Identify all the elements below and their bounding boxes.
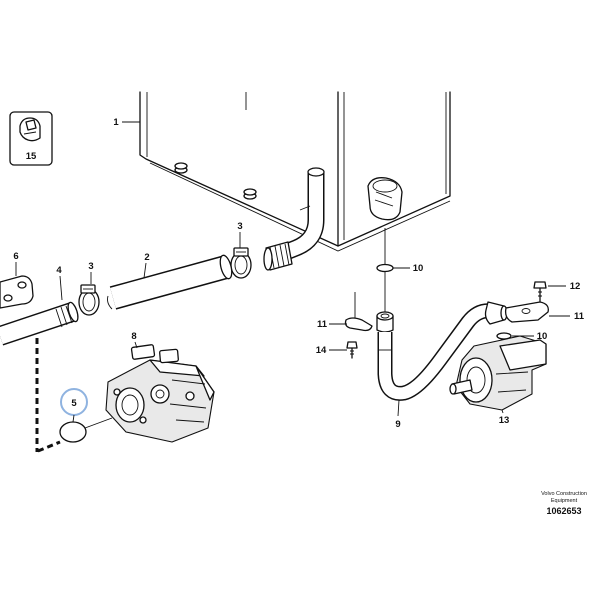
brand-line-1: Volvo Construction bbox=[541, 491, 587, 497]
bolt-left bbox=[346, 341, 358, 359]
tank-fitting-left bbox=[174, 162, 188, 174]
brand-line-2: Equipment bbox=[551, 498, 578, 504]
callout-clip-right: 11 bbox=[574, 311, 585, 322]
clip-left bbox=[344, 292, 373, 332]
drawing-number: 1062653 bbox=[546, 506, 581, 516]
bolt-right bbox=[533, 281, 547, 303]
threaded-fitting bbox=[263, 241, 293, 271]
callout-bolt-left: 14 bbox=[316, 345, 327, 356]
hydraulic-tank bbox=[139, 91, 451, 252]
hose-clamp-left bbox=[78, 284, 100, 316]
tank-fitting-right bbox=[243, 188, 257, 200]
o-ring bbox=[59, 421, 87, 443]
callout-pipe: 4 bbox=[56, 265, 62, 276]
pressure-hose bbox=[377, 303, 494, 401]
hose-fitting-top bbox=[376, 311, 394, 333]
clip-right bbox=[504, 301, 549, 323]
hydraulic-pump bbox=[105, 344, 215, 443]
callout-o-ring-top: 10 bbox=[413, 263, 424, 274]
callout-tank: 1 bbox=[113, 117, 119, 128]
o-ring-top bbox=[376, 263, 394, 273]
hose-fitting-end bbox=[484, 301, 508, 325]
callout-inset: 15 bbox=[26, 151, 37, 162]
callout-bolt-right: 12 bbox=[570, 281, 581, 292]
routing-line bbox=[35, 338, 113, 453]
callouts: 1 15 6 4 3 2 3 10 12 11 11 10 14 8 5 9 1… bbox=[13, 117, 584, 430]
tank-strainer bbox=[367, 177, 403, 221]
inset-detail-box bbox=[9, 111, 53, 166]
callout-motor: 13 bbox=[499, 415, 510, 426]
hose-clamp-right bbox=[230, 247, 252, 279]
suction-pipe-lower bbox=[0, 301, 79, 346]
callout-clip-left: 11 bbox=[317, 319, 328, 330]
leader-lines bbox=[15, 121, 570, 423]
pump-unit bbox=[449, 335, 547, 411]
suction-pipe bbox=[282, 167, 325, 260]
callout-o-ring: 5 bbox=[71, 398, 77, 409]
callout-bracket: 6 bbox=[13, 251, 18, 262]
callout-hose: 2 bbox=[144, 252, 149, 263]
suction-hose bbox=[107, 254, 233, 310]
pipe-bracket bbox=[0, 275, 34, 309]
clip-icon bbox=[19, 117, 41, 142]
drawing-footer: Volvo Construction Equipment 1062653 bbox=[541, 491, 587, 516]
callout-clamp-right: 3 bbox=[237, 221, 242, 232]
callout-o-ring-right: 10 bbox=[537, 331, 548, 342]
callout-pump: 8 bbox=[131, 331, 136, 342]
callout-hose-right: 9 bbox=[395, 419, 400, 430]
callout-clamp-left: 3 bbox=[88, 261, 93, 272]
